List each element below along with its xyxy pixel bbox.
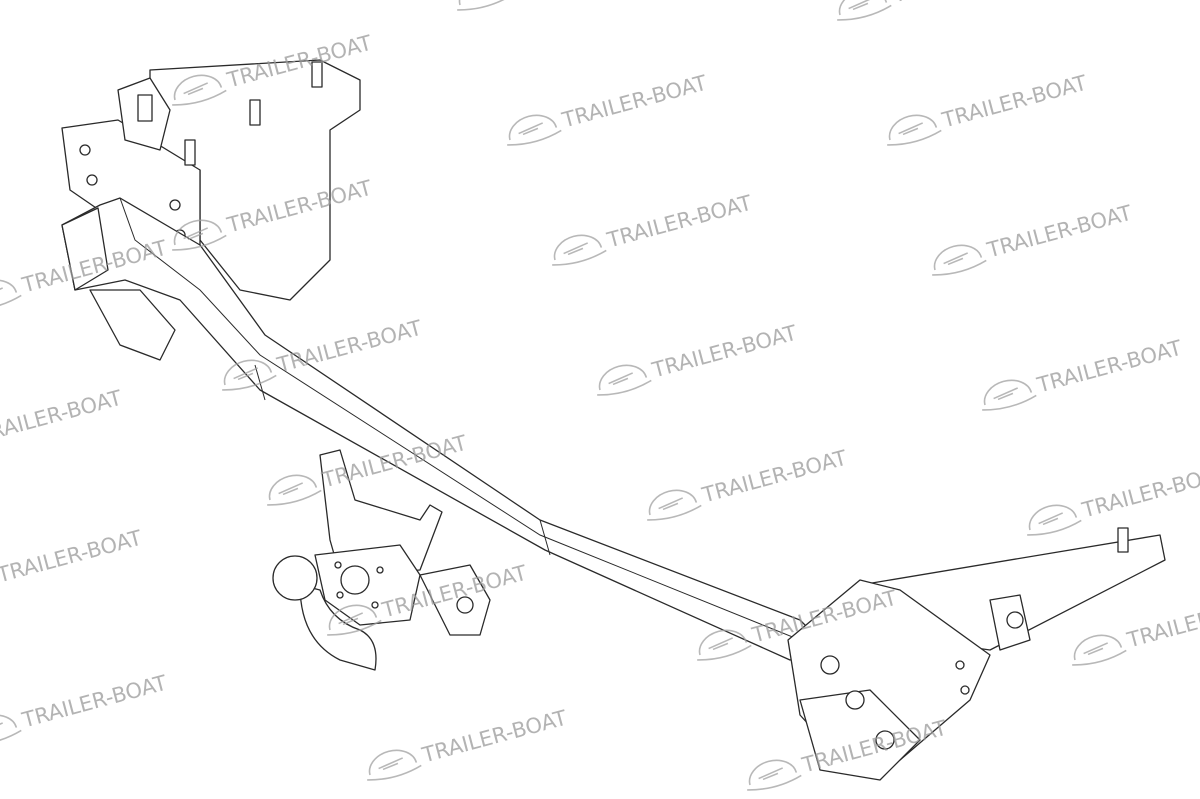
watermark: TRAILER-BOAT: [0, 386, 124, 448]
watermark-text: TRAILER-BOAT: [19, 671, 170, 733]
watermark: TRAILER-BOAT: [647, 446, 850, 521]
boat-logo-icon: [457, 0, 512, 11]
boat-logo-icon: [0, 714, 22, 746]
boat-logo-icon: [222, 359, 277, 391]
watermark: TRAILER-BOAT: [507, 71, 710, 146]
boat-logo-icon: [597, 364, 652, 396]
boat-logo-icon: [327, 604, 382, 636]
watermark-text: TRAILER-BOAT: [939, 71, 1090, 133]
watermark: TRAILER-BOAT: [1027, 461, 1200, 536]
watermark-text: TRAILER-BOAT: [1079, 461, 1200, 523]
watermark-text: TRAILER-BOAT: [604, 191, 755, 253]
watermark-text: TRAILER-BOAT: [0, 526, 144, 588]
watermark-text: TRAILER-BOAT: [559, 71, 710, 133]
main-cross-beam: [61, 197, 831, 661]
watermark: TRAILER-BOAT: [932, 201, 1135, 276]
watermark: TRAILER-BOAT: [367, 706, 570, 781]
watermark: TRAILER-BOAT: [597, 321, 800, 396]
boat-logo-icon: [982, 379, 1037, 411]
watermark: TRAILER-BOAT: [887, 71, 1090, 146]
boat-logo-icon: [1027, 504, 1082, 536]
boat-logo-icon: [507, 114, 562, 146]
watermark: TRAILER-BOAT: [0, 526, 144, 588]
boat-logo-icon: [552, 234, 607, 266]
left-mounting-bracket: [61, 59, 361, 361]
right-mounting-bracket: [787, 527, 1166, 781]
watermark-text: TRAILER-BOAT: [1034, 336, 1185, 398]
boat-logo-icon: [887, 114, 942, 146]
watermark: TRAILER-BOAT: [552, 191, 755, 266]
boat-logo-icon: [0, 279, 22, 311]
boat-logo-icon: [1072, 634, 1127, 666]
watermark-text: TRAILER-BOAT: [699, 446, 850, 508]
boat-logo-icon: [647, 489, 702, 521]
boat-logo-icon: [932, 244, 987, 276]
boat-logo-icon: [172, 74, 227, 106]
watermark: TRAILER-BOAT: [1072, 591, 1200, 666]
watermark: TRAILER-BOAT: [837, 0, 1040, 21]
watermark-text: TRAILER-BOAT: [984, 201, 1135, 263]
watermark-text: TRAILER-BOAT: [274, 316, 425, 378]
boat-logo-icon: [267, 474, 322, 506]
hitch-linework: [61, 59, 1166, 781]
watermark: TRAILER-BOAT: [982, 336, 1185, 411]
boat-logo-icon: [697, 629, 752, 661]
boat-logo-icon: [837, 0, 892, 21]
watermark-text: TRAILER-BOAT: [889, 0, 1040, 8]
tow-ball-assembly: [272, 449, 491, 671]
watermark-text: TRAILER-BOAT: [0, 386, 124, 448]
watermark-text: TRAILER-BOAT: [1124, 591, 1200, 653]
boat-logo-icon: [367, 749, 422, 781]
boat-logo-icon: [747, 759, 802, 791]
watermark: TRAILER-BOAT: [0, 671, 170, 746]
watermark: TRAILER-BOAT: [457, 0, 512, 11]
boat-logo-icon: [172, 219, 227, 251]
watermark-text: TRAILER-BOAT: [649, 321, 800, 383]
watermark-text: TRAILER-BOAT: [419, 706, 570, 768]
